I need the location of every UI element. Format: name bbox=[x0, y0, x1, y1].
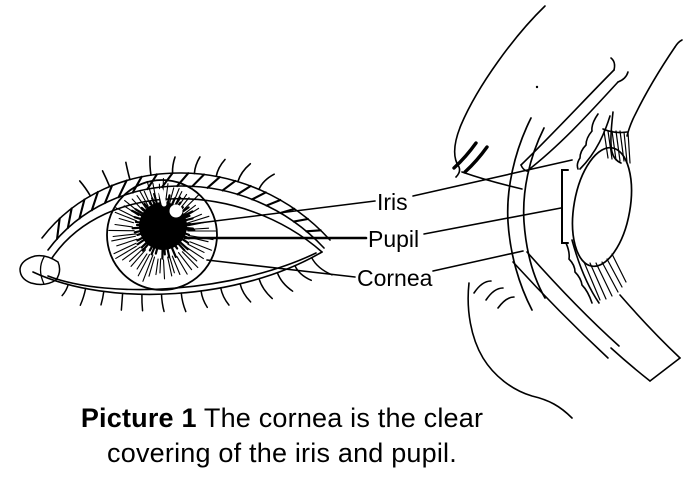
ciliary-band bbox=[610, 111, 622, 164]
iris-lower-leaf-front bbox=[565, 242, 593, 304]
iris-upper-leaf-front bbox=[576, 113, 599, 170]
iris-leader-right bbox=[412, 159, 573, 197]
upper-lid-lash-1 bbox=[463, 145, 489, 174]
pupil-highlight bbox=[169, 204, 183, 218]
lower-lid-lash-1 bbox=[473, 280, 492, 294]
cornea-leader-left bbox=[206, 259, 356, 278]
lid-fold-hook-2 bbox=[617, 71, 629, 83]
lid-fold-hook-1 bbox=[610, 57, 616, 71]
ciliary-upper-edge bbox=[602, 128, 628, 134]
cornea-leader-right bbox=[432, 250, 524, 272]
optic-wedge-cut-edge bbox=[649, 357, 681, 382]
upper-eyelashes bbox=[78, 155, 275, 197]
sclera-top-tip bbox=[674, 39, 683, 48]
tear-duct bbox=[19, 254, 61, 286]
upper-lid-lash-2 bbox=[452, 141, 478, 170]
caption-picture-number: Picture 1 bbox=[80, 403, 197, 433]
iris-leader-left bbox=[182, 200, 376, 226]
label-iris: Iris bbox=[377, 189, 408, 215]
upper-lid-margin bbox=[51, 197, 323, 259]
zonule-fibres-lower bbox=[583, 253, 627, 301]
caption-line-2: covering of the iris and pupil. bbox=[107, 438, 457, 468]
caption-line-1: Picture 1 The cornea is the clear bbox=[56, 401, 508, 436]
lower-lid-lash-2 bbox=[485, 287, 504, 301]
iris-upper-leaf-back bbox=[579, 115, 611, 170]
iris-outline bbox=[106, 179, 218, 291]
label-cornea: Cornea bbox=[357, 265, 433, 291]
iris-lower-leaf-back bbox=[571, 239, 600, 304]
figure-caption: Picture 1 The cornea is the clear coveri… bbox=[56, 401, 508, 471]
pupil-bracket bbox=[561, 169, 569, 244]
upper-lash-band-hatches bbox=[56, 172, 322, 240]
pupil-leader-right bbox=[423, 207, 562, 235]
leader-lines bbox=[182, 159, 573, 278]
speck bbox=[535, 85, 539, 89]
lid-fold-upper-edge bbox=[520, 69, 615, 166]
cornea-outer-curve bbox=[506, 117, 533, 311]
label-pupil: Pupil bbox=[368, 226, 419, 252]
lower-band-upper-line bbox=[526, 251, 620, 347]
cornea-inner-curve bbox=[522, 127, 546, 299]
caption-line1-text: The cornea is the clear bbox=[196, 403, 484, 433]
optic-wedge-right-edge bbox=[619, 294, 681, 359]
front-eye-illustration bbox=[19, 155, 333, 313]
tear-duct-fold bbox=[39, 256, 45, 285]
pupil-top-notch bbox=[158, 188, 167, 207]
lower-lid-lash-3 bbox=[497, 296, 515, 309]
sclera-top-curve bbox=[626, 46, 676, 137]
lower-eyelashes bbox=[61, 256, 333, 313]
lower-lid-profile bbox=[467, 282, 573, 419]
optic-wedge-left-edge bbox=[610, 347, 651, 382]
upper-lid-profile bbox=[453, 5, 546, 178]
zonule-fibres-upper bbox=[603, 130, 631, 164]
upper-lid-underside bbox=[461, 171, 523, 190]
upper-lash-band-bottom bbox=[47, 185, 325, 251]
cross-section-illustration bbox=[452, 5, 683, 419]
lower-band-lower-line bbox=[512, 261, 609, 359]
lower-lid-waterline bbox=[47, 252, 317, 291]
lid-fold-lower-edge bbox=[526, 81, 619, 172]
